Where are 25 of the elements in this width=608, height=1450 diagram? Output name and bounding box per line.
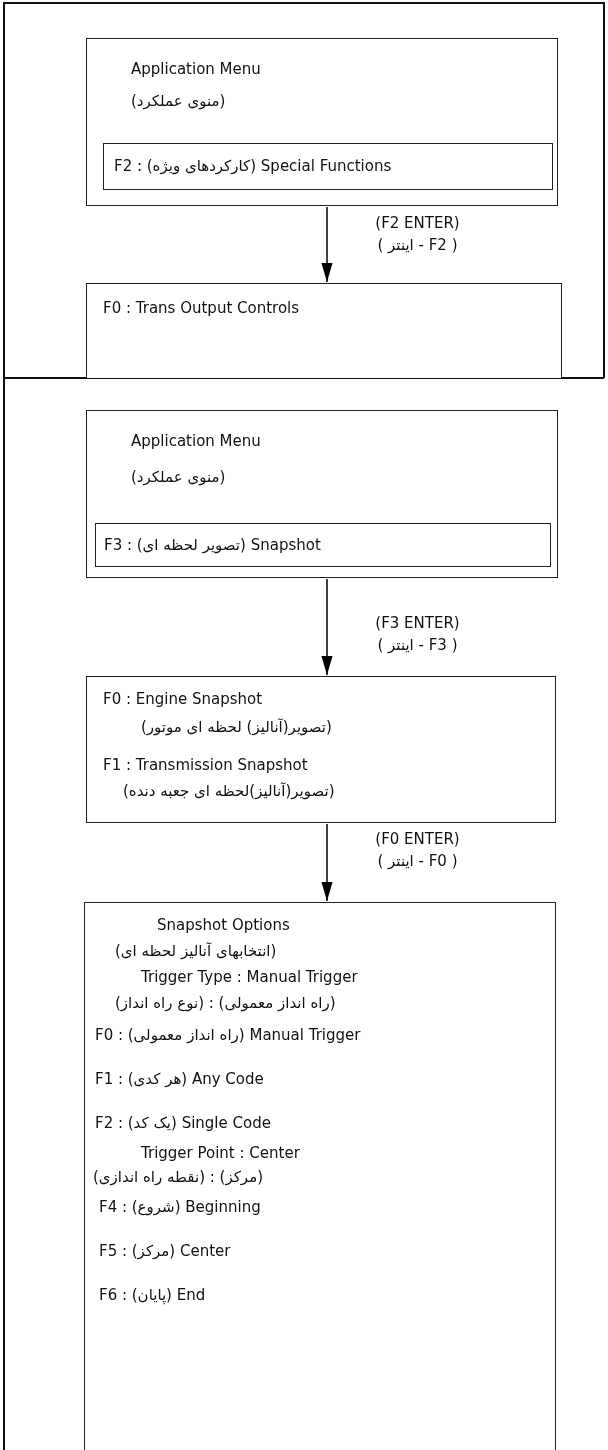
menu-text: Application Menu xyxy=(131,59,261,79)
menu-text: Snapshot Options xyxy=(157,915,290,935)
menu-item-box xyxy=(103,143,553,190)
menu-text: Trigger Type : Manual Trigger xyxy=(141,967,358,987)
arrow xyxy=(321,578,333,676)
menu-text: (منوی عملکرد) xyxy=(131,467,226,487)
menu-box xyxy=(84,902,556,1450)
menu-text: (تصویر(آنالیز)لحظه ای جعبه دنده) xyxy=(123,781,335,801)
menu-text: Application Menu xyxy=(131,431,261,451)
menu-text: (نقطه راه اندازی) : (مرکز) xyxy=(93,1167,264,1187)
arrow xyxy=(321,823,333,902)
menu-text: Trigger Point : Center xyxy=(141,1143,300,1163)
menu-text: (تصویر(آنالیز) لحظه ای موتور) xyxy=(141,717,332,737)
menu-text: (نوع راه انداز) : (راه انداز معمولی) xyxy=(115,993,336,1013)
menu-box xyxy=(86,38,558,206)
menu-item-box xyxy=(95,523,551,567)
menu-text: (منوی عملکرد) xyxy=(131,91,226,111)
menu-text: F1 : Transmission Snapshot xyxy=(103,755,308,775)
menu-box xyxy=(86,676,556,823)
menu-box xyxy=(86,410,558,578)
arrow xyxy=(321,206,333,283)
menu-box xyxy=(86,283,562,378)
menu-text: (انتخابهای آنالیز لحظه ای) xyxy=(115,941,277,961)
menu-text: F0 : Trans Output Controls xyxy=(103,298,300,318)
menu-text: F0 : Engine Snapshot xyxy=(103,689,263,709)
